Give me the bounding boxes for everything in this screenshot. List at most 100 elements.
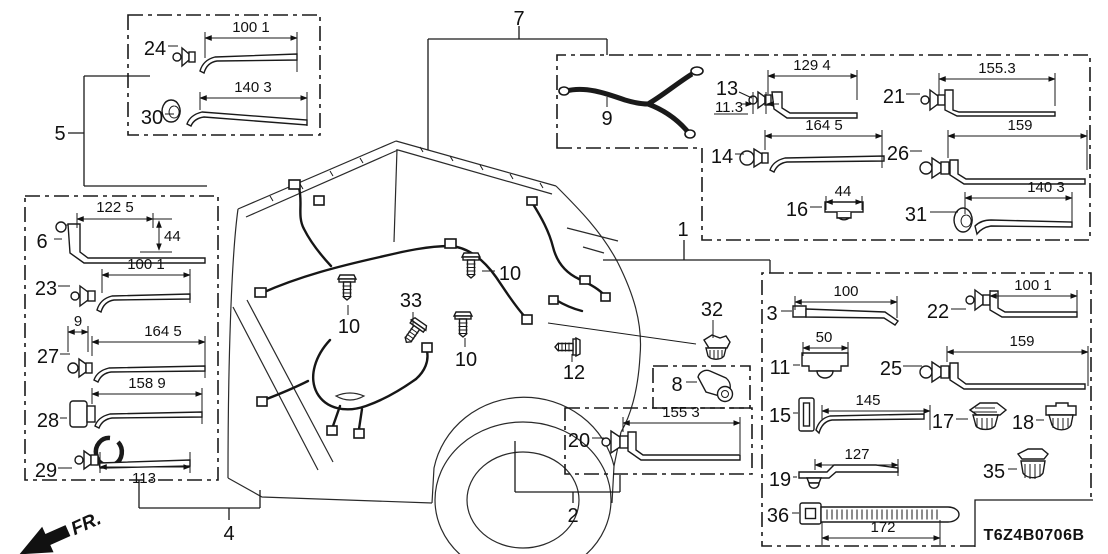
- item-12-label: 12: [563, 362, 585, 384]
- dim-22: 100 1: [1014, 277, 1052, 294]
- dim-25: 159: [1009, 333, 1034, 350]
- item-32-label: 32: [701, 299, 723, 321]
- group-box-2: [564, 407, 753, 475]
- dimension-lines: [67, 32, 1089, 545]
- part-13-glyph: [748, 90, 858, 119]
- item-18-label: 18: [1012, 412, 1034, 434]
- item-35-label: 35: [983, 461, 1005, 483]
- item-30-label: 30: [141, 107, 163, 129]
- group-box-5: [127, 14, 321, 136]
- ref-brackets: [68, 26, 771, 520]
- item-36-label: 36: [767, 505, 789, 527]
- part-31-glyph: [953, 207, 1073, 236]
- item-10-label-b: 10: [499, 263, 521, 285]
- group-box-7: [556, 54, 1091, 241]
- item-20-label: 20: [568, 430, 590, 452]
- part-16-glyph: [824, 201, 864, 221]
- dim-30: 140 3: [234, 79, 272, 96]
- fastener-32-glyph: [703, 334, 731, 360]
- dim-26: 159: [1007, 117, 1032, 134]
- part-15-glyph: [798, 397, 925, 435]
- dim-28: 158 9: [128, 375, 166, 392]
- harness-ref-1-label: 1: [677, 219, 688, 241]
- fastener-12-glyph: [554, 337, 581, 357]
- dim-6-width: 122 5: [96, 199, 134, 216]
- dim-11: 50: [816, 329, 833, 346]
- dim-27-b: 164 5: [144, 323, 182, 340]
- fr-label: FR.: [68, 508, 105, 540]
- part-6-glyph: [55, 221, 206, 264]
- item-13-label: 13: [716, 78, 738, 100]
- dim-27-a: 9: [74, 313, 82, 330]
- part-code-label: T6Z4B0706B: [983, 527, 1084, 544]
- dim-3: 100: [833, 283, 858, 300]
- item-17-label: 17: [932, 411, 954, 433]
- item-11-label: 11: [770, 357, 791, 379]
- fr-arrow-icon: [19, 525, 71, 554]
- harness-ref-4-label: 4: [223, 523, 234, 545]
- item-25-label: 25: [880, 358, 902, 380]
- part-30-glyph: [161, 99, 308, 127]
- dim-24: 100 1: [232, 19, 270, 36]
- dim-36: 172: [870, 519, 895, 536]
- part-19-glyph: [798, 464, 899, 489]
- item-29-label: 29: [35, 460, 57, 482]
- item-28-label: 28: [37, 410, 59, 432]
- harness-ref-2-label: 2: [567, 505, 578, 527]
- part-29-glyph: [74, 435, 191, 471]
- fr-direction: FR.: [19, 508, 105, 554]
- group-box-4: [24, 195, 219, 481]
- part-20-glyph: [601, 429, 741, 461]
- part-21-glyph: [920, 88, 1056, 117]
- item-22-label: 22: [927, 301, 949, 323]
- group-box-1: [761, 272, 1092, 547]
- dim-21: 155.3: [978, 60, 1016, 77]
- part-3-glyph: [792, 305, 899, 326]
- dim-19: 127: [844, 446, 869, 463]
- item-27-label: 27: [37, 346, 59, 368]
- part-11-glyph: [801, 352, 849, 379]
- leader-lines: [54, 45, 1044, 514]
- dim-20: 155 3: [662, 404, 700, 421]
- part-22-glyph: [965, 288, 1078, 318]
- harness-ref-7-label: 7: [513, 8, 524, 30]
- part-36-glyph: [799, 502, 960, 525]
- item-21-label: 21: [883, 86, 905, 108]
- part-8-glyph: [697, 369, 734, 403]
- dim-16: 44: [835, 183, 852, 200]
- item-10-label-c: 10: [455, 349, 477, 371]
- item-23-label: 23: [35, 278, 57, 300]
- part-28-glyph: [69, 400, 203, 429]
- dim-13-b: 11.3: [715, 99, 743, 116]
- part-25-glyph: [919, 360, 1086, 390]
- dim-13-a: 129 4: [793, 57, 831, 74]
- item-33-label: 33: [400, 290, 422, 312]
- dim-14: 164 5: [805, 117, 843, 134]
- item-15-label: 15: [769, 405, 791, 427]
- part-9-glyph: [558, 66, 704, 139]
- item-31-label: 31: [905, 204, 927, 226]
- item-8-label: 8: [671, 374, 682, 396]
- dim-15: 145: [855, 392, 880, 409]
- fastener-10b-glyph: [461, 252, 481, 279]
- item-14-label: 14: [711, 146, 733, 168]
- dim-29: 113: [132, 470, 156, 487]
- item-9-label: 9: [601, 108, 612, 130]
- item-26-label: 26: [887, 143, 909, 165]
- fastener-10c-glyph: [453, 311, 473, 338]
- item-6-label: 6: [36, 231, 47, 253]
- dim-6-height: 44: [164, 228, 181, 245]
- item-19-label: 19: [769, 469, 791, 491]
- part-24-glyph: [172, 46, 298, 75]
- item-3-label: 3: [766, 303, 777, 325]
- item-24-label: 24: [144, 38, 166, 60]
- harness-ref-5-label: 5: [54, 123, 65, 145]
- dim-31: 140 3: [1027, 179, 1065, 196]
- group-box-8: [652, 365, 751, 409]
- part-14-glyph: [739, 147, 885, 173]
- item-10-label-a: 10: [338, 316, 360, 338]
- fastener-10a-glyph: [337, 274, 357, 301]
- part-17-glyph: [968, 402, 1008, 431]
